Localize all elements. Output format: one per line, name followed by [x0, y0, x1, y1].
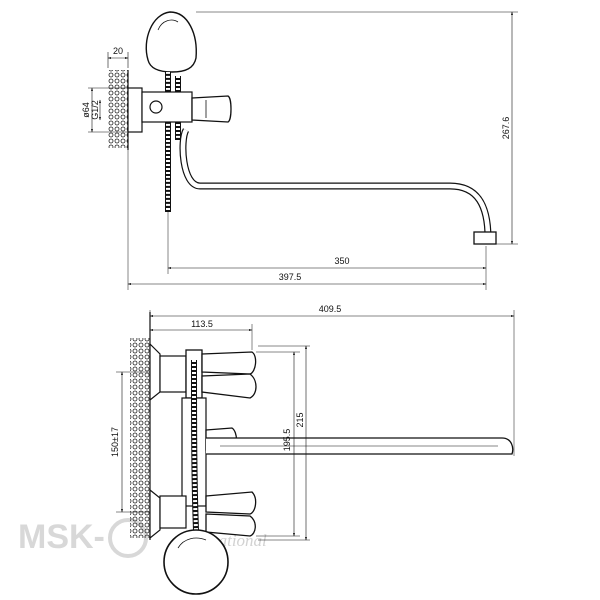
aerator-top: [473, 231, 497, 245]
upper-handle-1: [201, 351, 257, 375]
lower-valve-nut: [159, 495, 187, 529]
upper-flange: [149, 342, 161, 402]
dim-label-150: 150±17: [110, 427, 120, 457]
shower-head-front: [163, 529, 229, 595]
wall-hatch-top: [108, 70, 128, 148]
dim-label-267: 267.6: [501, 117, 511, 140]
upper-handle-2: [201, 373, 257, 399]
lower-flange: [149, 488, 161, 540]
top-view: 20 ø64 G1/2 267.6 350 397.5: [81, 11, 518, 290]
lower-handle-1: [205, 491, 257, 515]
shower-head-top: [145, 11, 197, 73]
handle-top: [191, 95, 232, 123]
dim-label-113: 113.5: [191, 319, 213, 329]
spout-inner-top: [180, 128, 491, 239]
wall-hatch-front: [130, 338, 150, 538]
wall-flange: [127, 87, 143, 133]
shower-head-highlight: [157, 19, 179, 31]
lower-handle-2: [205, 513, 256, 537]
dim-label-d64: ø64: [81, 102, 91, 118]
watermark-brand: MSK-: [18, 518, 105, 556]
front-view: 409.5 113.5 150±17 195.5 215: [110, 304, 515, 595]
dim-label-350: 350: [334, 256, 349, 266]
mixer-nut: [149, 100, 163, 114]
dim-label-20: 20: [113, 46, 123, 56]
dim-label-215: 215: [295, 412, 305, 427]
upper-valve-nut: [159, 355, 187, 393]
dim-label-409: 409.5: [319, 304, 342, 314]
dim-label-g12: G1/2: [90, 100, 100, 120]
dim-label-195: 195.5: [282, 429, 292, 452]
dim-label-397: 397.5: [279, 272, 302, 282]
